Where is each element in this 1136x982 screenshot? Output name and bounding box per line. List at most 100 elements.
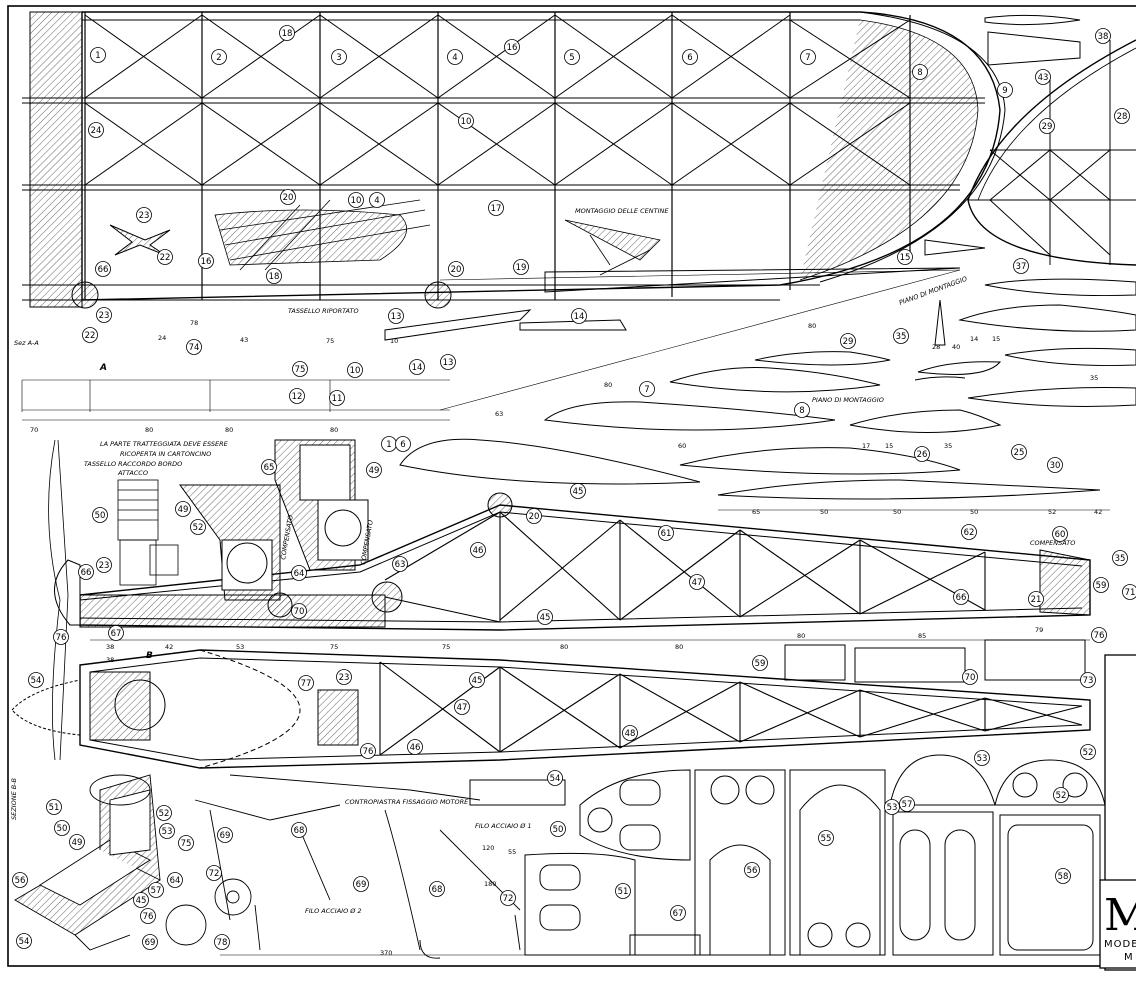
callout-circle [547,770,563,786]
callout-circle [622,725,638,741]
callout-number: 16 [507,43,518,53]
callout-number: 46 [410,743,421,753]
callout-number: 23 [339,673,350,683]
callout-number: 59 [1096,581,1107,591]
callout-number: 7 [805,53,810,63]
dim-label: 80 [604,381,612,389]
dim-label: 50 [893,508,901,516]
callout-number: 7 [644,385,649,395]
callout-number: 63 [395,560,406,570]
callout-circle [1114,108,1130,124]
callout-circle [800,49,816,65]
callout-number: 56 [15,876,26,886]
callout-circle [893,328,909,344]
callout-circle [407,739,423,755]
callout-circle [1122,584,1136,600]
callout-number: 76 [363,747,374,757]
callout-number: 47 [692,578,703,588]
callout-circle [53,629,69,645]
callout-number: 51 [618,887,629,897]
callout-number: 19 [516,263,527,273]
callout-circle [336,669,352,685]
note-filo-acciaio-2: FILO ACCIAIO Ø 2 [305,907,362,915]
callout-circle [897,249,913,265]
title-block: MO MODEL M [1099,654,1136,971]
callout-number: 52 [1056,791,1067,801]
callout-circle [292,361,308,377]
callout-circle [217,827,233,843]
callout-circle [291,565,307,581]
callout-circle [440,354,456,370]
title-block-line2: M [1124,952,1134,963]
dim-label: 63 [495,410,503,418]
callout-number: 50 [95,511,106,521]
callout-number: 37 [1016,262,1027,272]
callout-circle [190,519,206,535]
dim-label: 70 [30,426,38,434]
dim-label: 60 [678,442,686,450]
callout-circle [159,823,175,839]
callout-circle [500,890,516,906]
callout-circle [458,113,474,129]
callout-circle [1080,744,1096,760]
dim-label: 10 [390,337,398,345]
callout-number: 75 [295,365,306,375]
dim-label: 38 [106,643,114,651]
callout-circle [289,388,305,404]
callout-circle [1053,787,1069,803]
callout-number: 49 [72,838,83,848]
callout-number: 3 [336,53,341,63]
callout-circle [448,261,464,277]
callout-number: 16 [201,257,212,267]
callout-number: 45 [472,676,483,686]
callout-circle [140,908,156,924]
note-section-mark-b: B [146,651,153,661]
callout-number: 75 [181,839,192,849]
callout-circle [261,459,277,475]
dim-label: 80 [808,322,816,330]
callout-circle [1093,577,1109,593]
callout-circle [794,402,810,418]
callout-circle [369,192,385,208]
note-sez-bb: SEZIONE B-B [10,778,18,820]
dim-label: 80 [225,426,233,434]
callout-circle [329,390,345,406]
callout-number: 22 [160,253,171,263]
fuselage-side-view [48,439,1091,761]
callout-circle [997,82,1013,98]
note-parte-tratteggiata-1: LA PARTE TRATTEGGIATA DEVE ESSERE [100,440,229,448]
dim-label: 24 [158,334,166,342]
callout-circle [347,362,363,378]
callout-number: 66 [956,593,967,603]
note-section-mark-a: A [99,363,107,373]
callout-number: 10 [350,366,361,376]
callout-circle [752,655,768,671]
callout-number: 52 [193,523,204,533]
dim-label: 53 [236,643,244,651]
callout-circle [454,699,470,715]
callout-number: 13 [443,358,454,368]
callout-number: 35 [1115,554,1126,564]
callout-circle [16,933,32,949]
callout-circle [186,339,202,355]
note-filo-acciaio-1: FILO ACCIAIO Ø 1 [475,822,532,830]
fuselage-top-view [11,649,1091,769]
dim-label: 40 [952,343,960,351]
callout-circle [1039,118,1055,134]
callout-circle [912,64,928,80]
dim-label: 180 [484,880,496,888]
dim-label: 80 [675,643,683,651]
callout-number: 35 [896,332,907,342]
wing-panel-top-view [22,11,1006,309]
callout-number: 4 [374,196,379,206]
callout-number: 69 [356,880,367,890]
dim-label: 15 [885,442,893,450]
callout-number: 50 [57,824,68,834]
callout-circle [550,821,566,837]
callout-circle [142,934,158,950]
callout-number: 71 [1125,588,1136,598]
dim-label: 85 [918,632,926,640]
callout-number: 54 [19,937,30,947]
callout-number: 53 [162,827,173,837]
callout-circle [92,507,108,523]
